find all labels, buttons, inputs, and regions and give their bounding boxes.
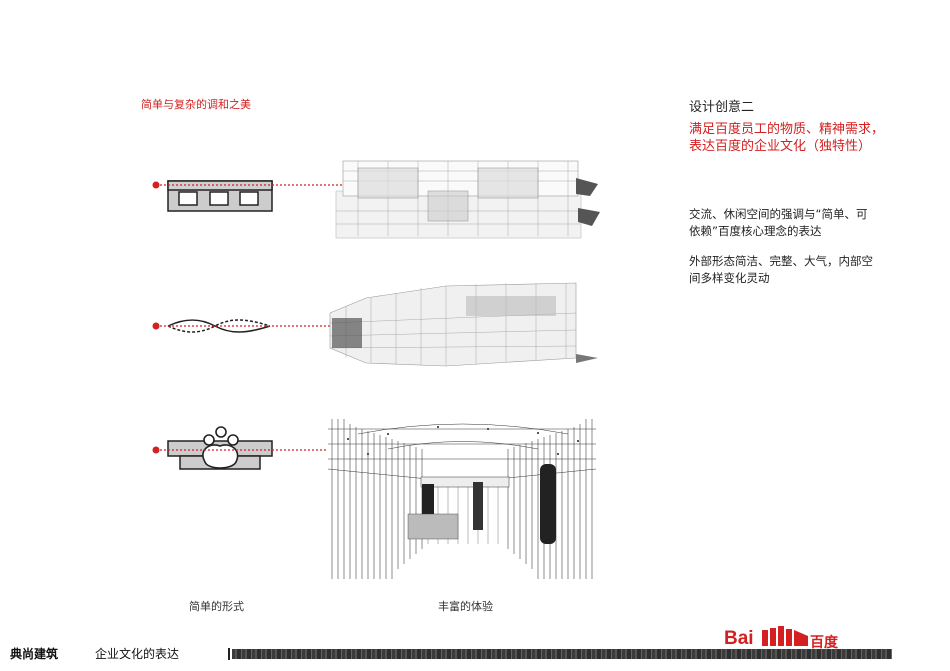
footer-firm-name: 典尚建筑: [10, 647, 59, 661]
caption-rich-experience: 丰富的体验: [438, 600, 493, 613]
row-3-start-dot: [152, 446, 160, 454]
red-heading-line-1: 满足百度员工的物质、精神需求，: [689, 122, 885, 137]
red-heading-line-2: 表达百度的企业文化（独特性）: [689, 139, 872, 154]
caption-simple-form: 简单的形式: [189, 600, 244, 613]
design-concept-title: 设计创意二: [689, 100, 755, 115]
concept-paragraph-1: 交流、休闲空间的强调与“简单、可 依赖”百度核心理念的表达: [689, 206, 914, 240]
row-2-start-dot: [152, 322, 160, 330]
wireframe-building-top: [335, 160, 600, 239]
concept-paragraph-2: 外部形态简洁、完整、大气，内部空 间多样变化灵动: [689, 253, 914, 287]
concept-red-heading: 满足百度员工的物质、精神需求， 表达百度的企业文化（独特性）: [689, 121, 919, 155]
page-number: 07: [915, 648, 926, 657]
baidu-logo-cn: 百度: [810, 635, 838, 651]
baidu-logo-icon: [762, 626, 808, 646]
paragraph-2-line-2: 间多样变化灵动: [689, 271, 770, 285]
footer-dark-strip: [232, 649, 892, 659]
footer-divider: [228, 648, 230, 660]
paragraph-2-line-1: 外部形态简洁、完整、大气，内部空: [689, 254, 873, 268]
paragraph-1-line-2: 依赖”百度核心理念的表达: [689, 224, 822, 238]
baidu-logo-text: Bai: [724, 628, 754, 649]
diagram-subtitle: 简单与复杂的调和之美: [141, 98, 251, 111]
footer-section-title: 企业文化的表达: [95, 647, 180, 661]
wireframe-interior-perspective: [327, 419, 597, 579]
paragraph-1-line-1: 交流、休闲空间的强调与“简单、可: [689, 207, 868, 221]
row-1-start-dot: [152, 181, 160, 189]
wireframe-building-middle: [329, 282, 598, 367]
